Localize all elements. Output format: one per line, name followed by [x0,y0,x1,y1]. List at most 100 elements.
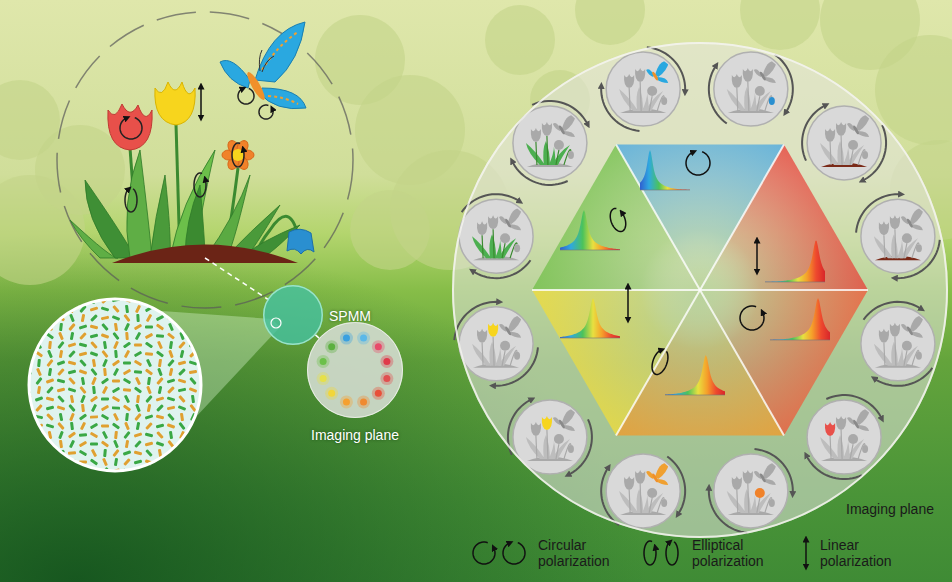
nanorods [24,422,31,430]
nanorods [200,325,208,330]
nanorods [25,314,31,322]
nanorods [35,458,43,466]
rotation-arrow [806,455,862,479]
object-silhouette [911,224,923,230]
object-silhouette [482,229,517,258]
object-silhouette [526,409,576,461]
nanorods [90,334,98,339]
object-silhouette [857,425,869,431]
nanorods [178,469,186,472]
nanorods [178,360,187,365]
polarization-symbol [503,543,525,564]
polarization-symbol [740,306,764,330]
nanorods [191,332,196,340]
rotation-arrow [862,125,886,181]
node-outline [264,286,323,345]
nanorods [68,323,75,331]
nanorods [69,413,75,422]
nanorods [134,432,143,437]
nanorods [178,368,186,376]
nanorods [46,405,55,410]
object-silhouette [619,463,669,515]
focal-spots [340,332,353,345]
nanorods [135,404,141,413]
object-silhouette [727,61,777,113]
nanorods [180,413,184,421]
nanorods [102,359,108,368]
linear-polarization-symbol [756,240,758,272]
nanorods [46,423,55,428]
spectrum-baseline [560,338,620,339]
nanorods [156,424,164,429]
nanorods [35,377,42,385]
nanorods [123,458,131,466]
object-silhouette [891,342,898,366]
nanorods [123,314,130,322]
nanorods [46,316,54,319]
nanorods [112,332,119,340]
label-box: SPMM [329,307,371,325]
rotation-arrow [601,85,639,131]
object-silhouette [488,215,498,229]
object-silhouette [477,329,487,343]
object-silhouette [852,125,860,135]
object-silhouette [661,97,667,105]
nanorods [123,404,131,411]
object-image [714,52,788,126]
nanorods [47,449,53,458]
focal-spots [372,340,385,353]
light-path-connector [315,335,319,338]
focal-spots [383,358,390,365]
focal-spots [383,375,390,382]
polarization-symbol [259,105,273,119]
spectrum-peak [665,355,725,395]
polarization-symbol [125,189,137,212]
nanorods [178,341,186,349]
polarization-symbol [194,173,206,197]
nanorods [79,324,88,329]
nanorods [37,449,42,457]
nanorods [134,370,142,373]
object-silhouette [727,491,746,513]
nanorods [200,342,209,347]
nanorods [114,458,118,466]
object-silhouette [897,240,903,258]
polarization-symbol [686,152,710,175]
nanorods [134,386,142,393]
focal-spots [317,332,394,409]
object-image [601,454,685,528]
object-silhouette [857,131,869,137]
object-silhouette [554,140,564,150]
object-silhouette [825,422,835,436]
focal-spots [317,372,330,385]
object-silhouette [910,316,924,332]
nanorods [90,351,99,356]
nanorods [145,433,154,438]
object-silhouette [769,97,775,105]
nanorods [48,368,52,376]
nanorods [92,359,96,367]
nanorods [79,332,87,340]
metasurface [24,296,209,476]
nanorods [112,422,120,429]
spectrum-baseline [640,190,690,191]
nanorods [35,307,43,310]
nanorods [189,377,196,385]
nanorods [156,315,164,321]
nanorods [68,377,76,385]
object-silhouette [763,61,777,77]
nanorods [114,431,118,439]
rotation-arrow [647,47,685,93]
object-silhouette [563,425,575,431]
nanorods [57,469,65,473]
nanorods [57,422,64,430]
rotation-arrow [454,302,500,340]
object-silhouette [472,208,522,260]
object-silhouette [531,422,541,436]
imaging-plane-content [452,42,948,538]
nanorods [68,431,76,438]
object-silhouette [543,435,550,459]
object-silhouette [568,445,574,453]
